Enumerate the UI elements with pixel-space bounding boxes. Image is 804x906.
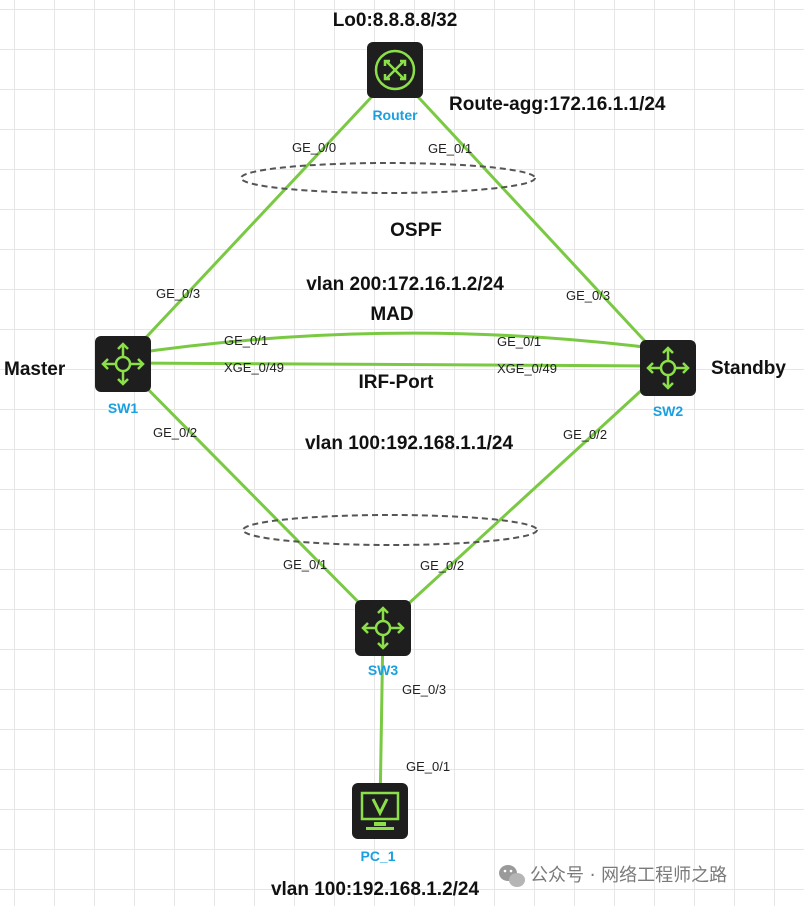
sw1-port-xge049: XGE_0/49 — [224, 360, 284, 375]
sw1-role-label: Master — [4, 359, 66, 380]
vlan100-agg-ellipse — [242, 514, 538, 546]
sw2-role-label: Standby — [711, 358, 786, 379]
sw1-port-ge03: GE_0/3 — [156, 286, 200, 301]
sw3-port-ge01: GE_0/1 — [283, 557, 327, 572]
link-mad — [121, 331, 669, 357]
switch-icon — [361, 606, 405, 650]
vlan200-label: vlan 200:172.16.1.2/24 — [306, 274, 504, 295]
router-port-ge00: GE_0/0 — [292, 140, 336, 155]
sw2-name-label: SW2 — [653, 403, 684, 419]
link-irf — [121, 361, 669, 368]
sw1-name-label: SW1 — [108, 400, 139, 416]
router-name-label: Router — [372, 107, 418, 123]
links — [120, 70, 670, 811]
route-agg-ellipse — [240, 162, 536, 194]
sw2-port-ge03: GE_0/3 — [566, 288, 610, 303]
link-sw1-sw3 — [120, 361, 385, 629]
pc-address-label: vlan 100:192.168.1.2/24 — [271, 879, 480, 900]
sw2-port-ge01: GE_0/1 — [497, 334, 541, 349]
sw1-port-ge01: GE_0/1 — [224, 333, 268, 348]
router-device[interactable] — [367, 42, 423, 98]
link-sw2-sw3 — [381, 364, 670, 629]
ospf-label: OSPF — [390, 220, 442, 241]
sw3-device[interactable] — [355, 600, 411, 656]
router-loopback-label: Lo0:8.8.8.8/32 — [333, 10, 458, 31]
router-port-ge01: GE_0/1 — [428, 141, 472, 156]
router-icon — [374, 49, 416, 91]
sw3-port-ge03: GE_0/3 — [402, 682, 446, 697]
irf-port-label: IRF-Port — [359, 372, 435, 393]
sw3-port-ge02: GE_0/2 — [420, 558, 464, 573]
pc-port-ge01: GE_0/1 — [406, 759, 450, 774]
pc-name-label: PC_1 — [360, 848, 395, 864]
route-agg-label: Route-agg:172.16.1.1/24 — [449, 94, 666, 115]
switch-icon — [101, 342, 145, 386]
wechat-logo — [499, 865, 525, 887]
sw3-name-label: SW3 — [368, 662, 399, 678]
link-router-sw1 — [120, 70, 397, 365]
monitor-icon — [360, 791, 400, 830]
pc-device[interactable] — [352, 783, 408, 839]
sw2-port-xge049: XGE_0/49 — [497, 361, 557, 376]
vlan100-gateway-label: vlan 100:192.168.1.1/24 — [305, 433, 514, 454]
sw2-device[interactable] — [640, 340, 696, 396]
sw1-device[interactable] — [95, 336, 151, 392]
watermark-text: 公众号 · 网络工程师之路 — [530, 865, 727, 886]
sw1-port-ge02: GE_0/2 — [153, 425, 197, 440]
sw2-port-ge02: GE_0/2 — [563, 427, 607, 442]
switch-icon — [646, 346, 690, 390]
link-router-sw2 — [393, 70, 670, 368]
mad-label: MAD — [370, 304, 413, 325]
link-sw3-pc — [378, 626, 385, 811]
